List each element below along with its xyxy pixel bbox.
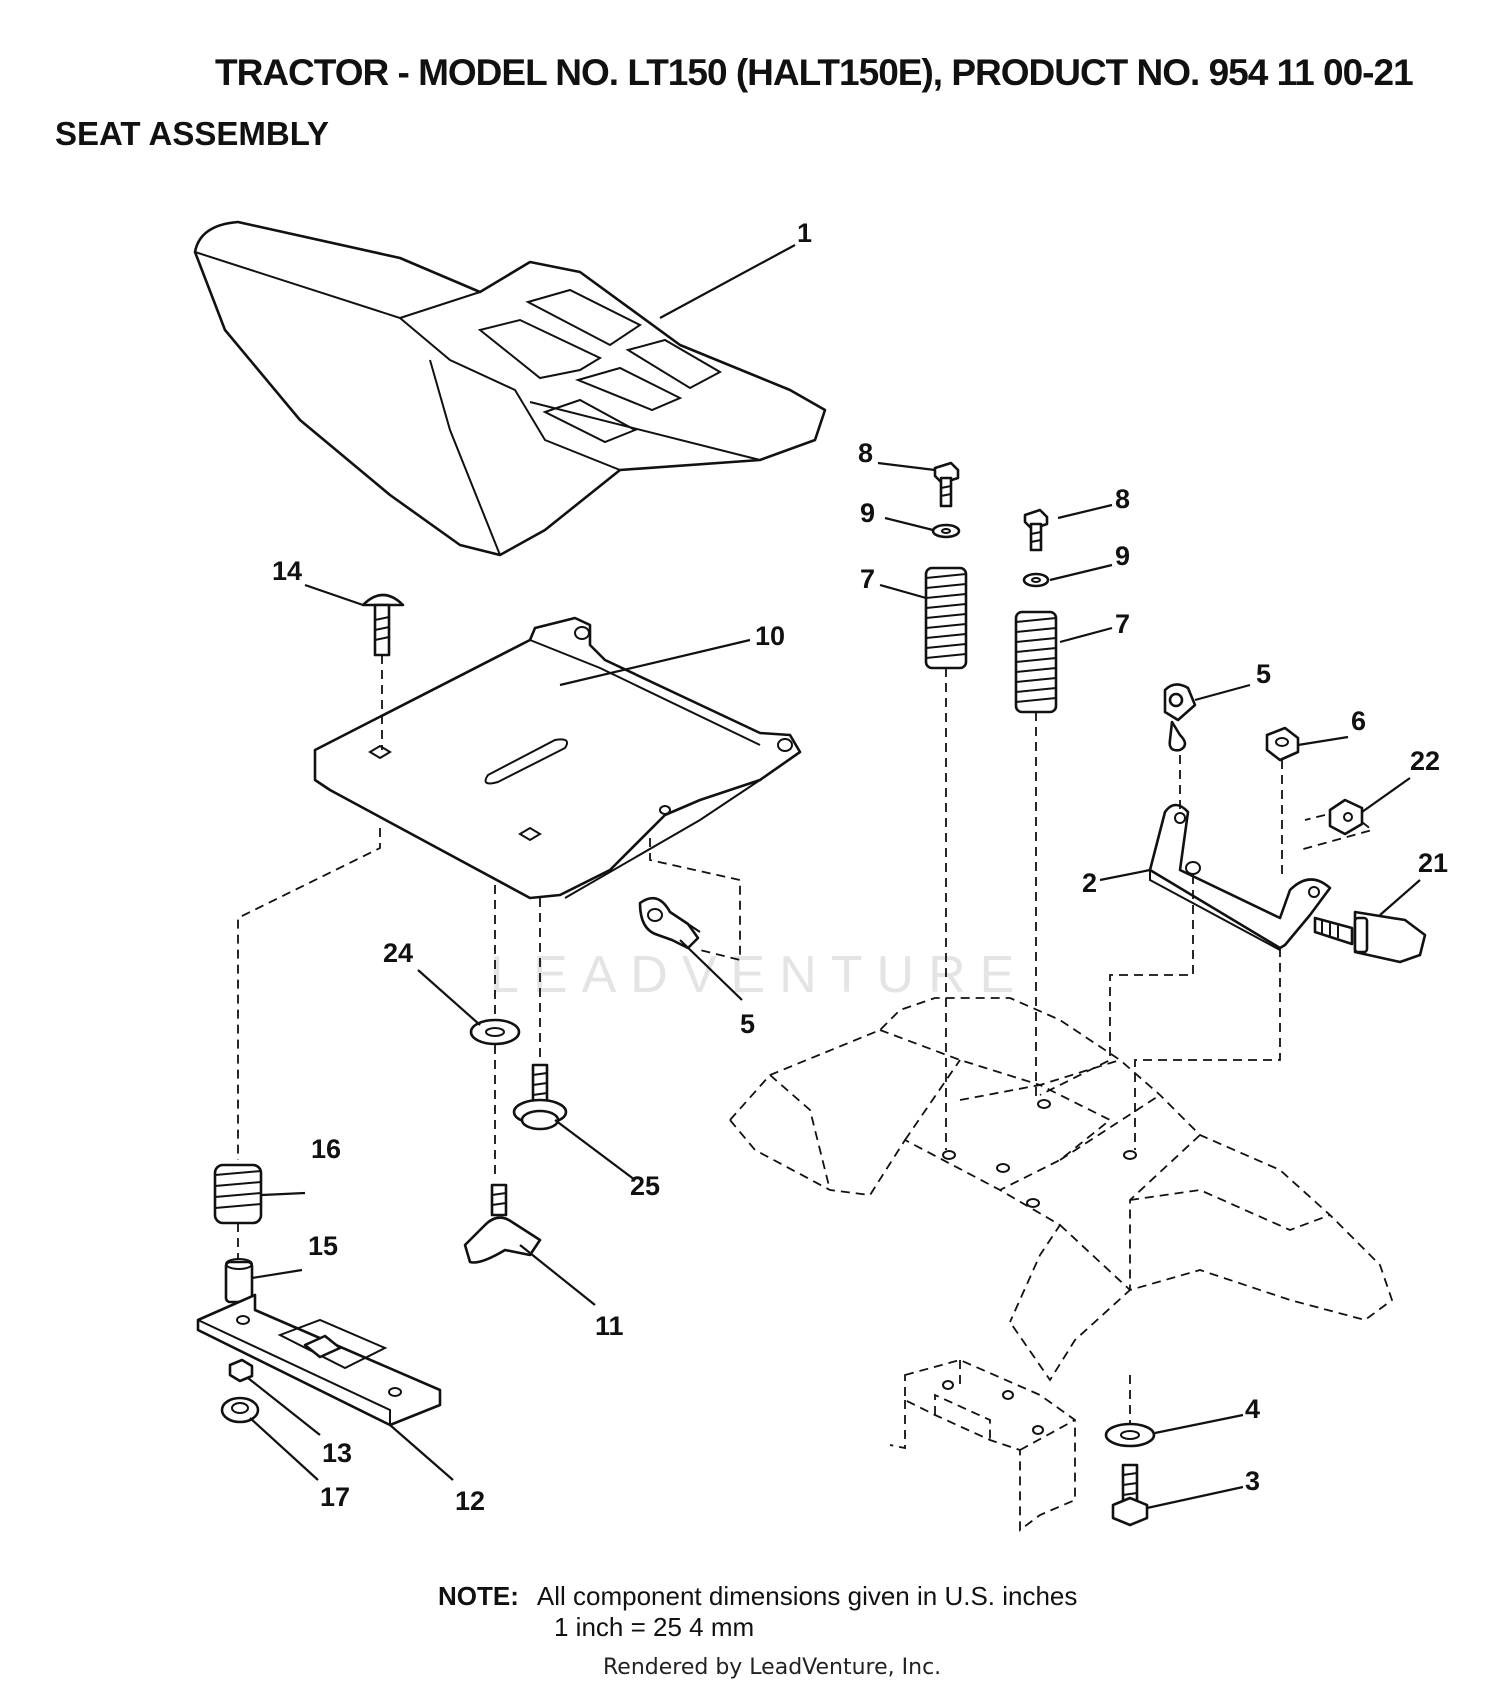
note-label: NOTE:: [438, 1581, 519, 1611]
callout-15: 15: [308, 1231, 338, 1261]
seat-part-1: [193, 220, 827, 557]
spring-bolt-left: [931, 461, 961, 539]
callout-7-left: 7: [860, 564, 875, 594]
callout-5-right: 5: [1256, 659, 1271, 689]
callout-12: 12: [455, 1486, 485, 1516]
callout-22: 22: [1410, 746, 1440, 776]
callout-2: 2: [1082, 868, 1097, 898]
knob-part-11: [463, 1183, 542, 1264]
seat-pan-part-10: [313, 616, 802, 900]
section-title: SEAT ASSEMBLY: [55, 115, 329, 152]
bolt-part-25: [512, 1063, 568, 1131]
spacer-part-15: [224, 1258, 254, 1304]
callout-8-right: 8: [1115, 484, 1130, 514]
nut-part-22: [1299, 798, 1374, 851]
plate-part-12: [196, 1293, 442, 1427]
callout-9-left: 9: [860, 498, 875, 528]
bolt-part-3: [1111, 1463, 1149, 1527]
dimension-note: NOTE: All component dimensions given in U…: [438, 1581, 1077, 1643]
spring-part-7-left: [924, 566, 968, 1150]
callout-24: 24: [383, 938, 413, 968]
note-line-1: All component dimensions given in U.S. i…: [536, 1581, 1078, 1611]
switch-clip-part-5-right: [1163, 683, 1197, 810]
spring-part-16: [213, 1163, 263, 1260]
callout-25: 25: [630, 1171, 660, 1201]
nut-part-6: [1265, 726, 1300, 880]
callout-6: 6: [1351, 706, 1366, 736]
nut-part-17: [220, 1396, 260, 1424]
callout-labels: 1 2 3 4 5 5 6 7 7 8 8 9 9 10 11 12 13 14…: [272, 218, 1448, 1516]
callout-3: 3: [1245, 1466, 1260, 1496]
leader-lines: [247, 244, 1421, 1510]
page-title: TRACTOR - MODEL NO. LT150 (HALT150E), PR…: [215, 52, 1414, 93]
rendered-by-footer: Rendered by LeadVenture, Inc.: [603, 1655, 942, 1680]
callout-9-right: 9: [1115, 541, 1130, 571]
callout-17: 17: [320, 1482, 350, 1512]
callout-1: 1: [797, 218, 812, 248]
seat-bracket-part-2: [1039, 803, 1332, 1150]
leadventure-watermark: LEADVENTURE: [490, 946, 1029, 1004]
callout-4: 4: [1245, 1394, 1260, 1424]
callout-13: 13: [322, 1438, 352, 1468]
callout-21: 21: [1418, 848, 1448, 878]
callout-7-right: 7: [1115, 609, 1130, 639]
carriage-bolt-part-14: [361, 593, 405, 750]
callout-10: 10: [755, 621, 785, 651]
leader-dash-16: [237, 828, 381, 1160]
fender-outline: [729, 997, 1394, 1532]
callout-11: 11: [595, 1311, 624, 1341]
spring-bolt-right: [1022, 508, 1050, 588]
washer-part-4: [1104, 1422, 1156, 1448]
bolt-part-21: [1313, 910, 1427, 964]
callout-16: 16: [311, 1134, 341, 1164]
callout-14: 14: [272, 556, 302, 586]
washer-part-24: [469, 1018, 521, 1046]
spring-part-7-right: [1014, 610, 1058, 1100]
callout-8-left: 8: [858, 438, 873, 468]
nut-part-13: [228, 1358, 254, 1383]
callout-5-left: 5: [740, 1009, 755, 1039]
note-line-2: 1 inch = 25 4 mm: [554, 1612, 755, 1642]
switch-clip-part-5-left: [638, 838, 741, 962]
